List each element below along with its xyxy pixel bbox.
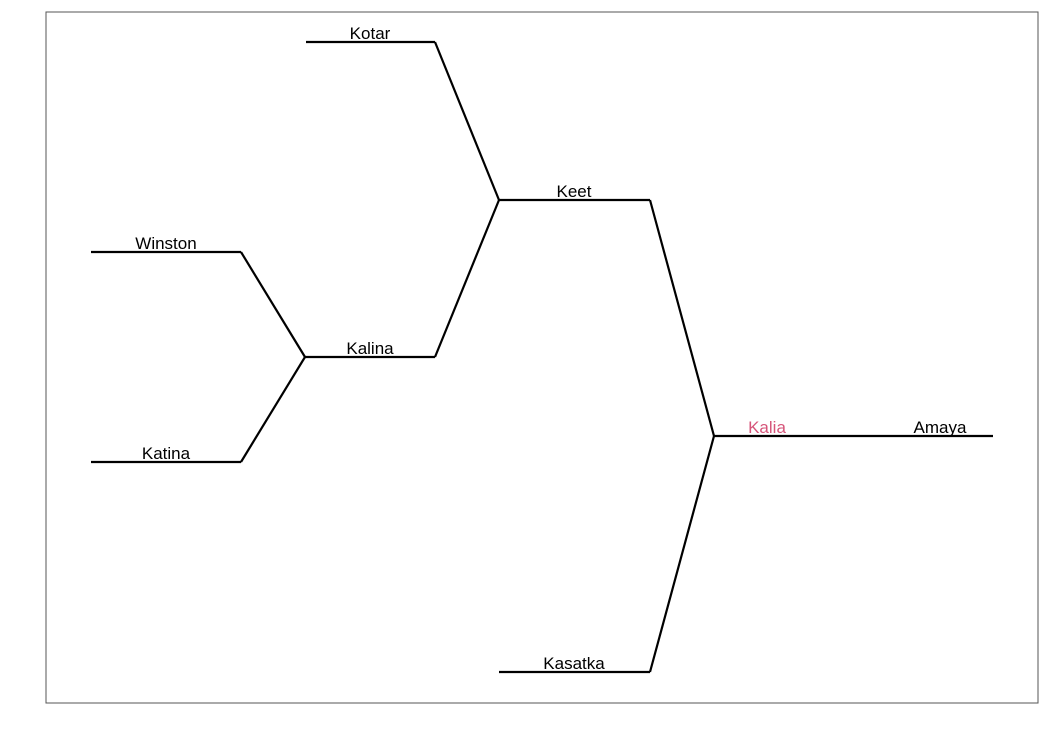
connector-winston-kalina (240, 251, 306, 358)
connector-kasatka-kalia (648, 435, 716, 673)
node-label-katina: Katina (142, 444, 191, 463)
connector-kotar-keet (433, 41, 501, 201)
panel-border (45, 11, 1039, 704)
node-label-kasatka: Kasatka (543, 654, 605, 673)
node-label-amaya: Amaya (914, 418, 967, 437)
node-label-kotar: Kotar (350, 24, 391, 43)
node-label-kalia: Kalia (748, 418, 786, 437)
tree-branches (91, 40, 993, 674)
connector-katina-kalina (240, 356, 306, 463)
node-label-winston: Winston (135, 234, 196, 253)
connector-kalina-keet (433, 199, 501, 358)
node-label-keet: Keet (557, 182, 592, 201)
connector-keet-kalia (648, 199, 716, 437)
node-label-kalina: Kalina (346, 339, 394, 358)
